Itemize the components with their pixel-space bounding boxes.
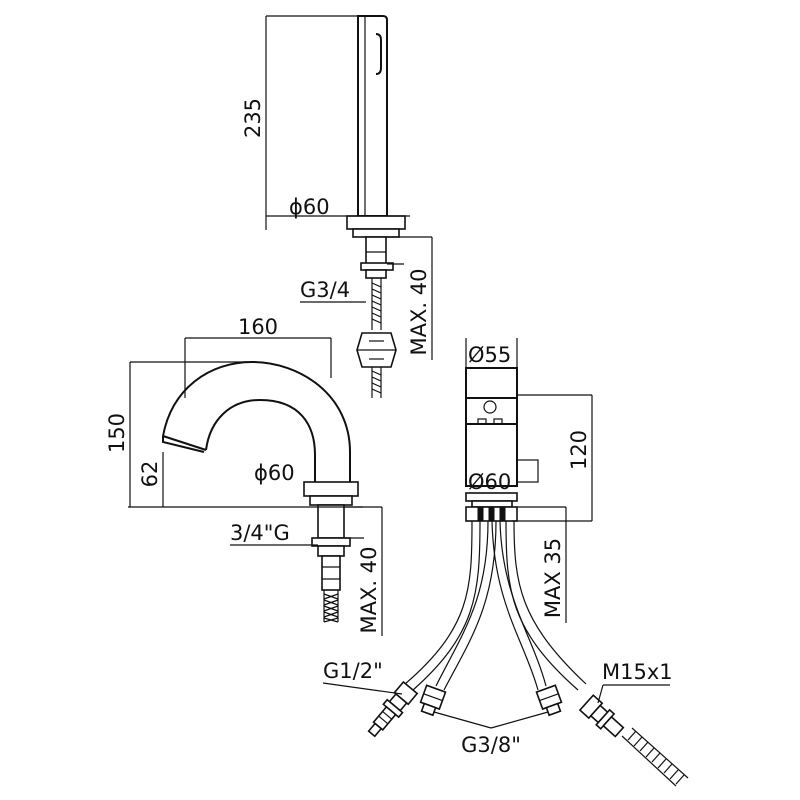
middle-left-fitting	[419, 684, 447, 717]
mixer-view: Ø55 120 Ø60 MAX 35	[322, 338, 689, 787]
mixer-max-label: MAX 35	[541, 538, 565, 618]
left-fitting-label: G1/2"	[323, 659, 383, 683]
hand-shower-thread-label: G3/4	[300, 278, 350, 302]
left-inlet-fitting	[367, 680, 419, 738]
spout-connector	[321, 555, 341, 591]
hand-shower-holder	[346, 215, 406, 230]
mixer-base	[465, 492, 518, 502]
hand-shower-diameter-label: ϕ60	[289, 195, 330, 219]
right-outlet-hose	[621, 727, 689, 787]
spout-thread-label: 3/4"G	[230, 521, 290, 545]
hand-shower-hose	[371, 278, 382, 398]
spout-height-label: 150	[105, 413, 129, 453]
hand-shower-body	[357, 15, 388, 217]
mixer-indicator	[483, 400, 497, 414]
spout-outlet	[162, 435, 207, 453]
spout-hose	[323, 590, 339, 623]
hand-shower-max-label: MAX. 40	[407, 269, 431, 356]
mixer-height-label: 120	[567, 430, 591, 470]
hand-shower-height-label: 235	[241, 98, 265, 138]
spout-shank	[317, 504, 345, 539]
middle-right-fitting	[535, 684, 563, 717]
spout-outer-curve	[162, 360, 351, 482]
spout-inner-curve	[205, 398, 316, 482]
spout-max-label: MAX. 40	[357, 547, 381, 634]
hand-shower-view: 235 ϕ60 G3/4 MAX. 40	[241, 15, 433, 398]
right-fitting-label: M15x1	[602, 660, 673, 684]
spout-width-label: 160	[238, 315, 278, 339]
mixer-control	[465, 397, 518, 425]
mixer-hoses	[404, 520, 587, 691]
mixer-body	[465, 423, 518, 487]
spout-view: 160 150 62 ϕ60 3/4"G MAX. 40	[105, 315, 383, 636]
mixer-base-diameter-label: Ø60	[468, 470, 511, 494]
hose-thread-label: G3/8"	[461, 733, 521, 757]
mixer-lever	[516, 459, 539, 483]
hand-shower-tip	[375, 33, 382, 75]
mixer-cap	[465, 367, 518, 399]
right-outlet-fitting	[578, 694, 625, 738]
hand-shower-shank	[365, 236, 387, 266]
mixer-top-diameter-label: Ø55	[468, 343, 511, 367]
spout-outlet-label: 62	[138, 461, 162, 488]
spout-base	[303, 481, 359, 497]
spout-diameter-label: ϕ60	[254, 461, 295, 485]
